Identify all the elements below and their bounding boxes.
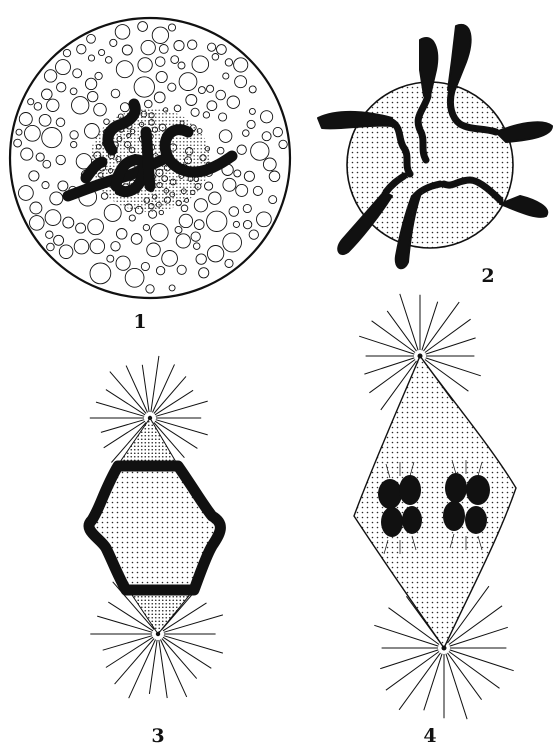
aster-ray — [424, 302, 460, 351]
aster-ray — [426, 358, 481, 376]
aster-ray — [425, 319, 471, 352]
aster-ray — [161, 640, 187, 697]
aster-ray — [162, 639, 197, 679]
aster-ray — [154, 376, 186, 413]
panel-4: 4 — [354, 294, 516, 747]
panel-2-label: 2 — [481, 265, 494, 287]
aster-ray — [153, 364, 175, 412]
aster-ray — [380, 650, 438, 669]
aster-ray — [129, 640, 156, 699]
aster-ray — [163, 637, 211, 668]
panel-1: 1 — [10, 18, 290, 333]
panel-1-label: 1 — [133, 311, 146, 333]
aster-ray — [450, 650, 514, 671]
aster-ray — [126, 366, 147, 413]
aster-ray — [399, 653, 440, 710]
aster-ray — [424, 654, 442, 711]
aster-ray — [151, 356, 159, 412]
aster-ray — [450, 627, 508, 646]
aster-ray — [374, 625, 438, 646]
centrosome-top — [418, 354, 423, 359]
aster-ray — [110, 372, 146, 414]
spindle-3 — [89, 418, 220, 634]
aster-ray — [106, 637, 153, 667]
aster-ray — [449, 652, 500, 689]
aster-ray — [142, 365, 149, 412]
aster-ray — [400, 294, 418, 350]
panel-3-label: 3 — [151, 725, 164, 747]
chromosome-arm — [496, 122, 552, 142]
panel-2: 2 — [318, 25, 552, 287]
panel-3: 3 — [89, 356, 223, 747]
aster-ray — [359, 336, 414, 354]
aster-ray — [446, 654, 467, 720]
aster-ray — [386, 652, 439, 691]
aster-ray — [149, 640, 157, 694]
panel-4-label: 4 — [423, 725, 436, 747]
centrosome-bottom — [442, 646, 447, 651]
aster-ray — [159, 640, 167, 698]
spindle-4 — [354, 356, 516, 648]
aster-ray — [448, 653, 482, 700]
